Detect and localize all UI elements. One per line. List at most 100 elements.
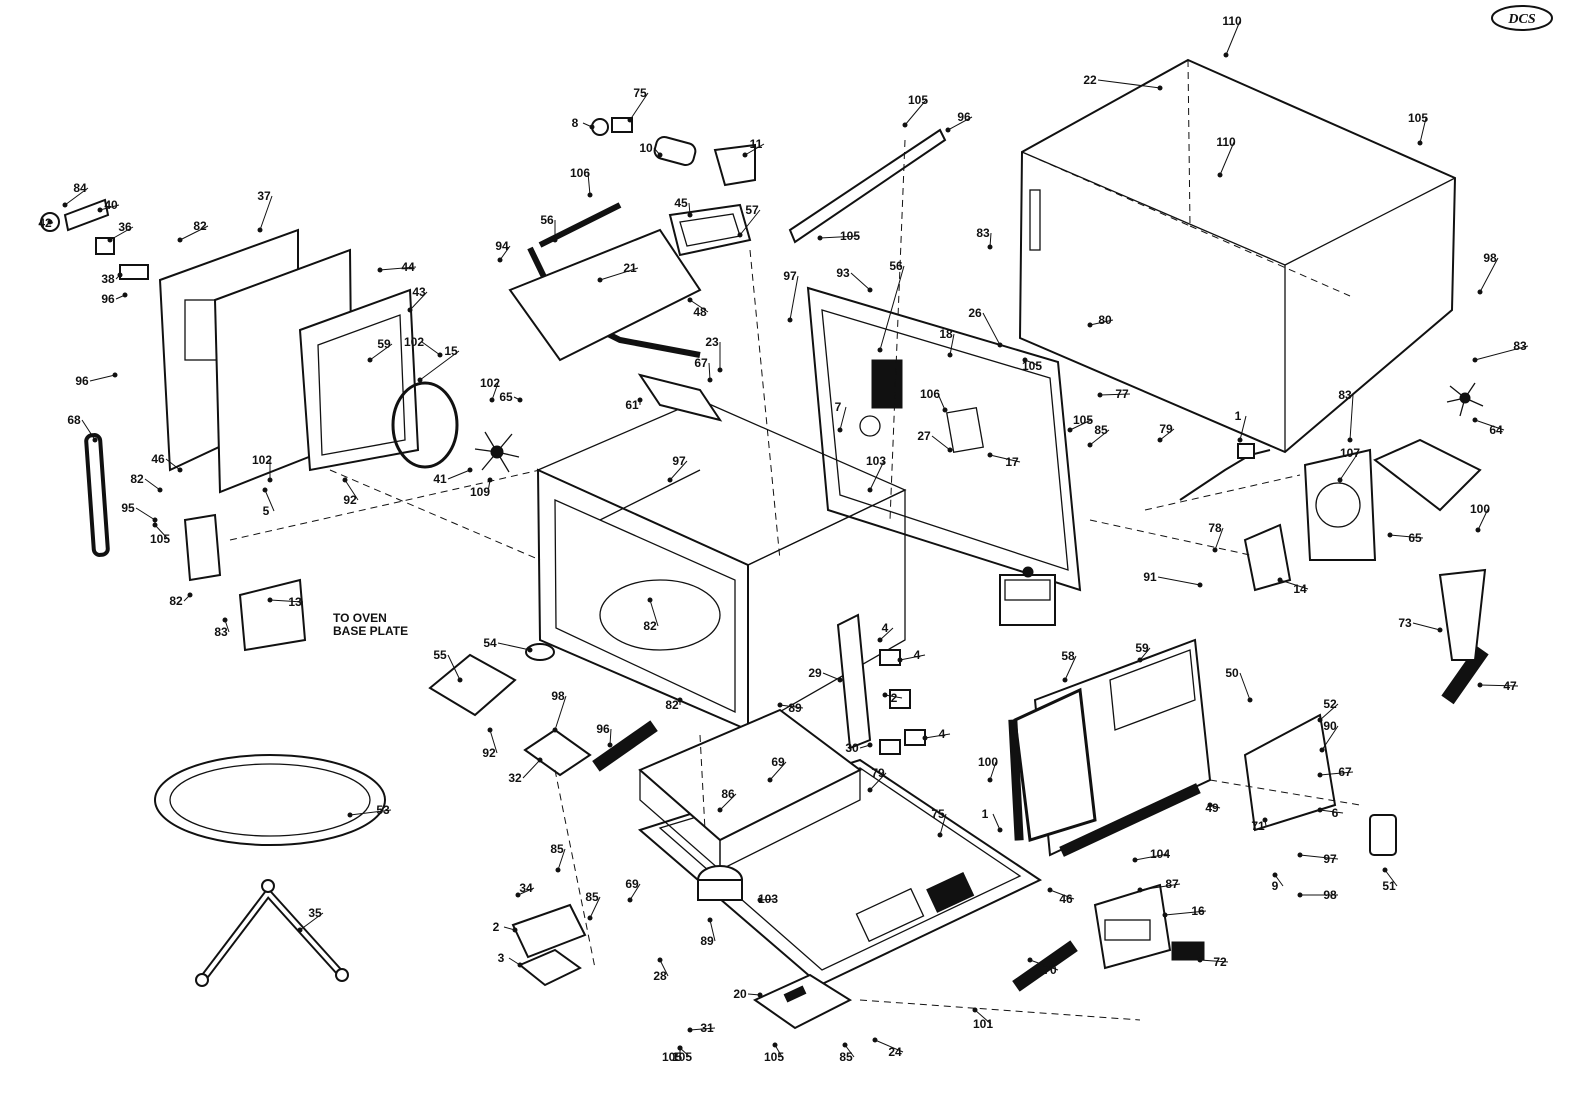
part-label: 59 bbox=[1135, 641, 1149, 655]
part-callout-dot bbox=[487, 727, 493, 733]
part-leader bbox=[1299, 854, 1339, 860]
part-label: 110 bbox=[1222, 14, 1242, 28]
part-callout-dot bbox=[262, 487, 268, 493]
part-leader bbox=[557, 848, 566, 871]
part-leader bbox=[491, 382, 499, 401]
part-label: 56 bbox=[889, 259, 903, 273]
part-callout-dot bbox=[1022, 357, 1028, 363]
part-leader bbox=[884, 694, 903, 699]
part-label: 75 bbox=[931, 807, 945, 821]
part-leader bbox=[708, 362, 711, 381]
part-leader bbox=[850, 272, 871, 291]
part-label: 17 bbox=[1005, 455, 1019, 469]
part-callout-dot bbox=[947, 352, 953, 358]
part-leader bbox=[89, 374, 116, 382]
part-leader bbox=[879, 265, 905, 351]
part-callout-dot bbox=[902, 122, 908, 128]
part-leader bbox=[989, 761, 997, 781]
part-callout-dot bbox=[555, 867, 561, 873]
part-callout-dot bbox=[47, 219, 53, 225]
part-leader bbox=[1349, 394, 1354, 441]
part-leader bbox=[609, 728, 612, 746]
part-label: 13 bbox=[288, 595, 302, 609]
part-label: 32 bbox=[508, 771, 522, 785]
part-label: 21 bbox=[623, 261, 637, 275]
part-label: 95 bbox=[121, 501, 135, 515]
part-leader bbox=[649, 599, 659, 627]
part-label: 44 bbox=[401, 260, 415, 274]
part-callout-dot bbox=[407, 307, 413, 313]
part-leader bbox=[1159, 428, 1175, 441]
part-label: 8 bbox=[572, 116, 579, 130]
part-callout-dot bbox=[1475, 527, 1481, 533]
part-callout-dot bbox=[267, 477, 273, 483]
part-callout-dot bbox=[587, 192, 593, 198]
part-leader bbox=[974, 1009, 992, 1025]
part-leader bbox=[1319, 703, 1339, 721]
part-leader bbox=[899, 654, 926, 661]
part-leader bbox=[931, 435, 951, 451]
part-callout-dot bbox=[877, 637, 883, 643]
part-leader bbox=[1384, 869, 1398, 887]
part-callout-dot bbox=[257, 227, 263, 233]
part-callout-dot bbox=[417, 377, 423, 383]
part-leader bbox=[369, 343, 393, 361]
part-callout-dot bbox=[1387, 532, 1393, 538]
part-callout-dot bbox=[1317, 717, 1323, 723]
part-label: 107 bbox=[1340, 446, 1360, 460]
part-leader bbox=[264, 489, 275, 512]
part-label: 98 bbox=[1323, 888, 1337, 902]
part-leader bbox=[629, 92, 649, 121]
part-callout-dot bbox=[177, 467, 183, 473]
part-leader bbox=[109, 226, 134, 241]
part-label: 87 bbox=[1165, 877, 1179, 891]
part-callout-dot bbox=[1262, 817, 1268, 823]
part-callout-dot bbox=[687, 297, 693, 303]
part-label: 67 bbox=[694, 356, 708, 370]
part-callout-dot bbox=[882, 692, 888, 698]
part-leader bbox=[1225, 20, 1241, 56]
part-callout-dot bbox=[867, 787, 873, 793]
part-callout-dot bbox=[707, 917, 713, 923]
part-label: 67 bbox=[1338, 765, 1352, 779]
part-label: 82 bbox=[665, 698, 679, 712]
part-label: 65 bbox=[1408, 531, 1422, 545]
part-label: 85 bbox=[1094, 423, 1108, 437]
part-leader bbox=[1164, 910, 1207, 916]
part-callout-dot bbox=[157, 487, 163, 493]
part-callout-dot bbox=[837, 677, 843, 683]
part-callout-dot bbox=[512, 927, 518, 933]
part-callout-dot bbox=[627, 897, 633, 903]
part-leader bbox=[1219, 141, 1235, 176]
part-label: 5 bbox=[263, 504, 270, 518]
part-leader bbox=[869, 460, 885, 491]
part-callout-dot bbox=[757, 897, 763, 903]
part-leader bbox=[1049, 889, 1075, 900]
part-callout-dot bbox=[897, 657, 903, 663]
part-label: 103 bbox=[758, 892, 778, 906]
part-label: 94 bbox=[495, 239, 509, 253]
part-callout-dot bbox=[1337, 477, 1343, 483]
part-label: 105 bbox=[840, 229, 860, 243]
part-leader bbox=[1321, 725, 1339, 751]
part-leader bbox=[1479, 257, 1499, 293]
part-callout-dot bbox=[1317, 807, 1323, 813]
part-callout-dot bbox=[517, 962, 523, 968]
part-label: 105 bbox=[1073, 413, 1093, 427]
turntable bbox=[154, 754, 386, 846]
part-callout-dot bbox=[1137, 657, 1143, 663]
part-callout-dot bbox=[517, 397, 523, 403]
part-callout-dot bbox=[1087, 442, 1093, 448]
part-label: 105 bbox=[150, 532, 170, 546]
part-label: 105 bbox=[672, 1050, 692, 1064]
part-callout-dot bbox=[767, 777, 773, 783]
part-leader bbox=[1024, 359, 1041, 367]
part-label: 47 bbox=[1503, 679, 1517, 693]
part-label: 45 bbox=[674, 196, 688, 210]
part-callout-dot bbox=[1272, 872, 1278, 878]
part-callout-dot bbox=[1132, 857, 1138, 863]
part-leader bbox=[874, 1039, 904, 1053]
part-callout-dot bbox=[467, 467, 473, 473]
part-leader bbox=[904, 99, 927, 126]
part-leader bbox=[1199, 959, 1229, 963]
